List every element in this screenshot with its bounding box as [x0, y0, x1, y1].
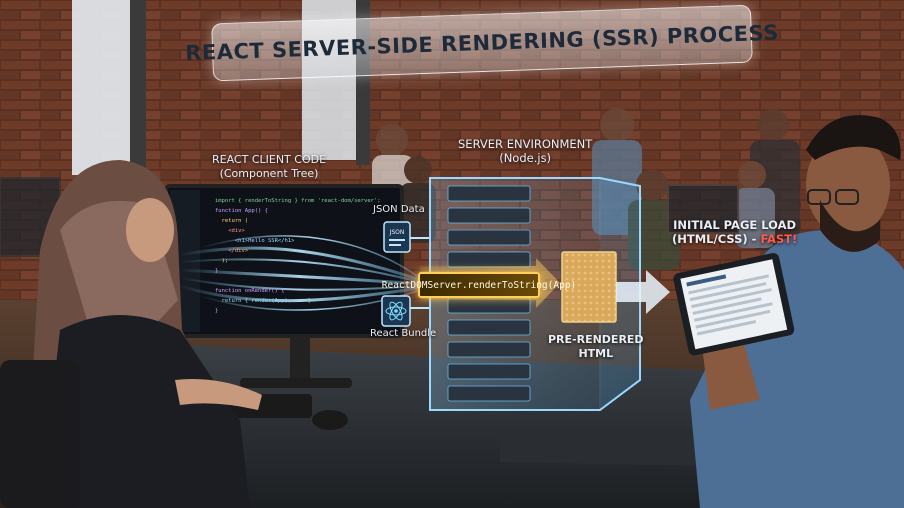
server-environment-label-line1: SERVER ENVIRONMENT	[458, 137, 593, 151]
code-line: return { render(App), ... }	[215, 298, 312, 304]
initial-load-label-line1: INITIAL PAGE LOAD	[673, 218, 797, 232]
output-arrow	[616, 270, 670, 314]
code-line: }	[215, 308, 219, 314]
client-code-label: REACT CLIENT CODE (Component Tree)	[212, 153, 326, 181]
react-bundle-label: React Bundle	[370, 328, 437, 339]
server-environment-label: SERVER ENVIRONMENT (Node.js)	[458, 137, 592, 166]
pre-rendered-label-line1: PRE-RENDERED	[548, 333, 644, 346]
render-to-string-text: ReactDOMServer.renderToString(App)	[381, 279, 577, 291]
json-data-label: JSON Data	[373, 204, 425, 215]
data-stream	[179, 235, 430, 311]
code-line: function onRender() {	[215, 288, 285, 294]
server-environment-label-line2: (Node.js)	[499, 151, 552, 166]
pre-rendered-html-label: PRE-RENDERED HTML	[548, 333, 644, 361]
code-editor: import { renderToString } from 'react-do…	[201, 196, 397, 328]
client-code-label-line2: (Component Tree)	[219, 166, 319, 180]
code-line: return (	[215, 218, 249, 224]
react-bundle-icon	[381, 295, 411, 327]
render-to-string-call: ReactDOMServer.renderToString(App)	[382, 272, 576, 298]
tablet	[673, 253, 795, 356]
code-line: import { renderToString } from 'react-do…	[215, 198, 381, 204]
client-code-label-line1: REACT CLIENT CODE	[212, 153, 327, 166]
window	[72, 0, 130, 175]
code-line: function App() {	[215, 208, 268, 214]
code-line: </div>	[215, 248, 249, 254]
office-chair	[0, 360, 80, 508]
mouse	[312, 410, 348, 430]
code-line: <h1>Hello SSR</h1>	[215, 238, 295, 244]
code-line: }	[215, 268, 219, 274]
initial-load-label-line2: (HTML/CSS) -	[672, 232, 761, 247]
svg-text:JSON: JSON	[389, 229, 405, 236]
initial-page-load-label: INITIAL PAGE LOAD (HTML/CSS) - FAST!	[672, 218, 797, 247]
code-line: );	[215, 258, 229, 264]
code-line: <div>	[215, 228, 245, 234]
json-data-icon: JSON	[383, 221, 411, 253]
fast-badge: FAST!	[760, 232, 798, 247]
pre-rendered-label-line2: HTML	[578, 346, 614, 360]
server-slots	[447, 185, 531, 402]
page-title: REACT SERVER-SIDE RENDERING (SSR) PROCES…	[184, 20, 780, 66]
